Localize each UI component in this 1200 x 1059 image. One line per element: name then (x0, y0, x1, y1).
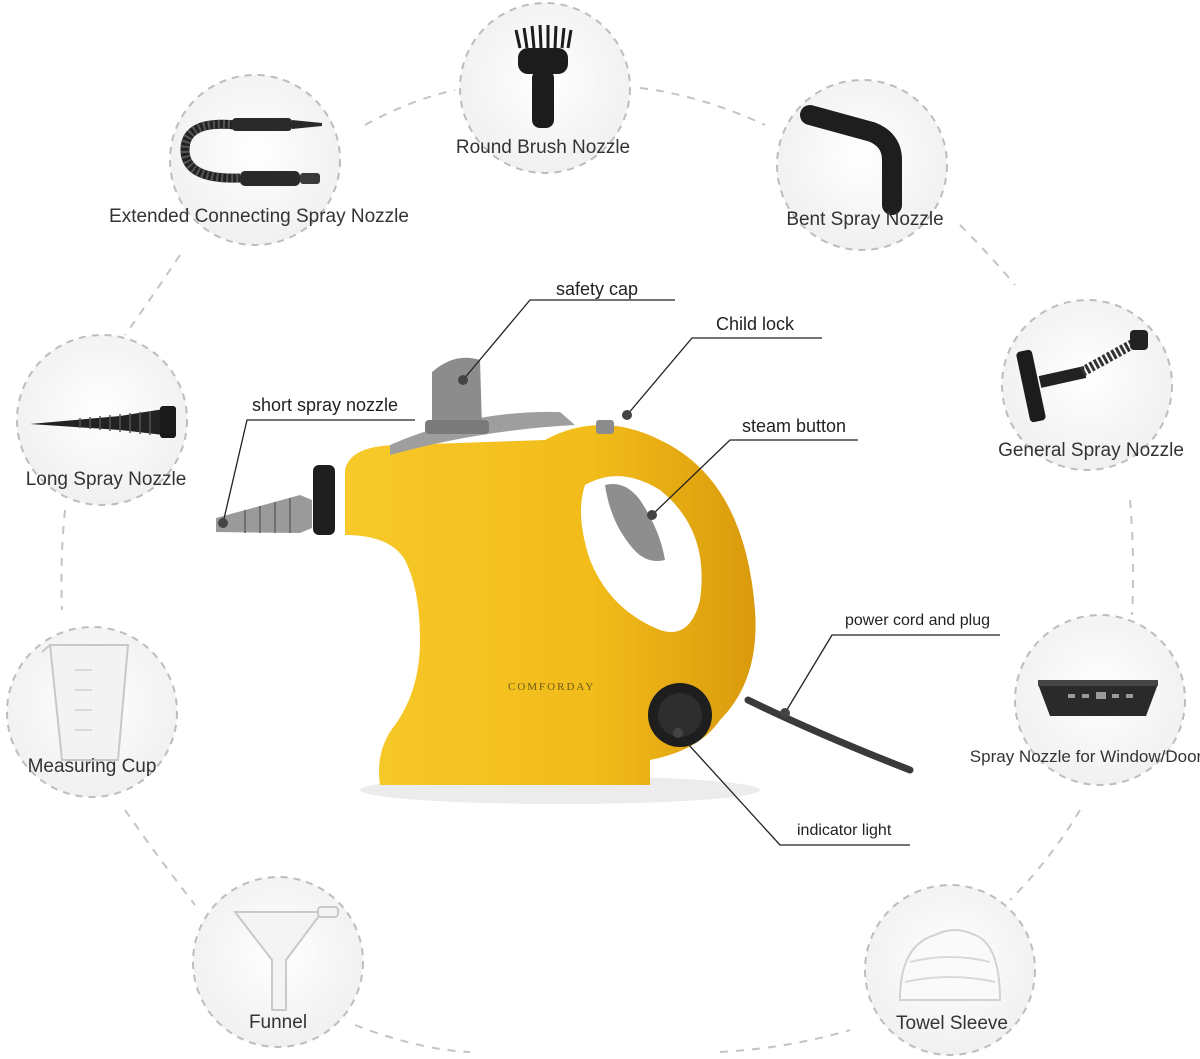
extended-connecting-spray-nozzle-icon (180, 118, 322, 186)
bent-spray-nozzle-icon (800, 105, 902, 215)
label-measuring-cup: Measuring Cup (27, 756, 157, 777)
callout-steam-button: steam button (742, 416, 847, 436)
callout-short-spray-nozzle: short spray nozzle (252, 395, 399, 415)
label-extended-connecting-spray-nozzle: Extended Connecting Spray Nozzle (109, 206, 409, 227)
label-towel-sleeve: Towel Sleeve (896, 1013, 1008, 1034)
callout-dots (218, 375, 790, 738)
towel-sleeve-icon (898, 929, 1002, 1001)
accessory-circles (6, 2, 1186, 1056)
funnel-icon (232, 906, 339, 1011)
label-long-spray-nozzle: Long Spray Nozzle (25, 469, 187, 490)
dashed-ring (60, 87, 1135, 1053)
long-spray-nozzle-icon (30, 406, 176, 438)
general-spray-nozzle-icon (1016, 330, 1148, 423)
measuring-cup-icon (41, 644, 130, 761)
callout-child-lock: Child lock (716, 314, 795, 334)
brand-logo-text: COMFORDAY (508, 681, 596, 693)
callout-power-cord-and-plug: power cord and plug (845, 612, 990, 629)
round-brush-nozzle-icon (514, 24, 573, 128)
label-funnel: Funnel (248, 1012, 308, 1033)
label-round-brush-nozzle: Round Brush Nozzle (455, 137, 631, 158)
callout-indicator-light: indicator light (797, 822, 892, 839)
circle-extended (169, 74, 341, 246)
label-window-door-nozzle: Spray Nozzle for Window/Door (969, 747, 1200, 766)
window-door-nozzle-icon (1038, 680, 1158, 716)
label-general-spray-nozzle: General Spray Nozzle (998, 440, 1184, 461)
callout-safety-cap: safety cap (556, 279, 639, 299)
callout-lines (222, 299, 1000, 846)
label-bent-spray-nozzle: Bent Spray Nozzle (786, 209, 944, 230)
